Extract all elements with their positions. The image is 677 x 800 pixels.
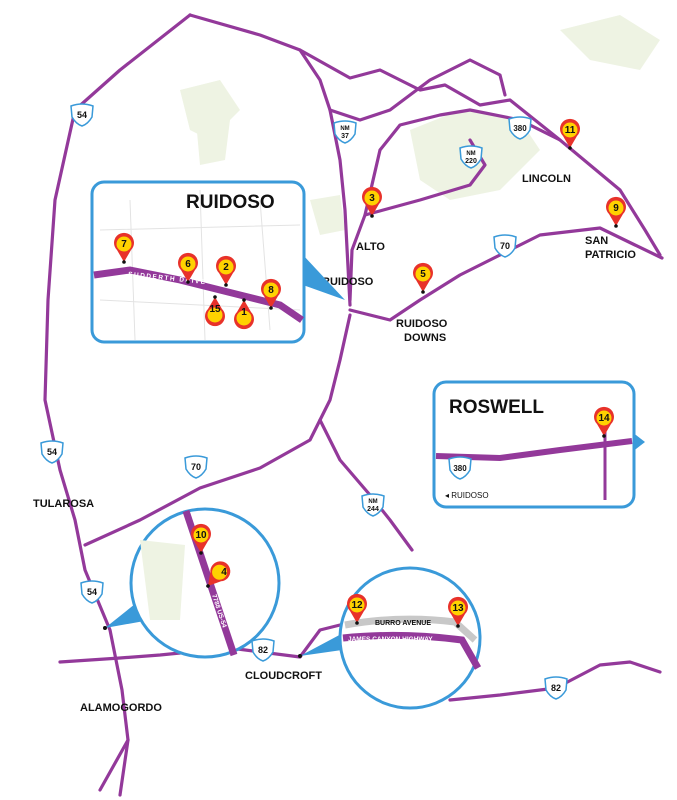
marker-7[interactable]: 7 xyxy=(114,232,134,264)
label-san-patricio: SAN xyxy=(585,235,608,247)
marker-6[interactable]: 6 xyxy=(178,252,198,284)
street-james-canyon-highway: JAMES CANYON HIGHWAY xyxy=(348,636,433,643)
map-text: 3 xyxy=(369,193,375,204)
marker-2[interactable]: 2 xyxy=(216,255,236,287)
label-ruidoso-downs: RUIDOSO xyxy=(396,318,448,330)
label-tularosa: TULAROSA xyxy=(33,498,94,510)
map-text: PATRICIO xyxy=(585,249,636,261)
map-text: 8 xyxy=(268,285,274,296)
marker-13[interactable]: 13 xyxy=(448,596,468,628)
marker-15[interactable]: 15 xyxy=(205,295,225,327)
us-54-shield: 54 xyxy=(70,103,94,127)
map-text: 380 xyxy=(453,464,467,473)
marker-3[interactable]: 3 xyxy=(362,186,382,218)
marker-10[interactable]: 10 xyxy=(191,523,211,555)
us54-circle-inset[interactable]: 7788 US-54 10 4 xyxy=(103,507,281,659)
label-alto: ALTO xyxy=(356,241,385,253)
map-text: 6 xyxy=(185,259,191,270)
map-text: 54 xyxy=(87,587,97,597)
map-text: 7 xyxy=(121,239,127,250)
map-text: 82 xyxy=(258,645,268,655)
ruidoso-inset[interactable]: SUDDERTH DRIVE RUIDOSO 7 6 2 8 15 1 xyxy=(90,180,345,344)
map-text: 244 xyxy=(367,506,379,513)
direction-to-ruidoso: ◂ RUIDOSO xyxy=(445,491,489,500)
street-burro-avenue: BURRO AVENUE xyxy=(375,620,431,627)
map-text: 12 xyxy=(351,600,363,611)
inset-title-ruidoso: RUIDOSO xyxy=(186,192,275,213)
map-text: 9 xyxy=(613,203,619,214)
map-text: 5 xyxy=(420,269,426,280)
label-lincoln: LINCOLN xyxy=(522,173,571,185)
marker-9[interactable]: 9 xyxy=(606,196,626,228)
map-text: 15 xyxy=(209,304,221,315)
marker-11[interactable]: 11 xyxy=(560,118,580,150)
map-text: 2 xyxy=(223,262,229,273)
map-text: 4 xyxy=(221,567,227,578)
map-text: 82 xyxy=(551,683,561,693)
map-text: 11 xyxy=(565,125,576,136)
inset-title-roswell: ROSWELL xyxy=(449,397,544,418)
roswell-inset[interactable]: ROSWELL 380 ◂ RUIDOSO 14 xyxy=(432,380,645,509)
map-text: NM xyxy=(466,151,475,157)
us-82-shield: 82 xyxy=(251,638,275,662)
map-text: 10 xyxy=(195,530,207,541)
map-text: DOWNS xyxy=(404,332,446,344)
cloudcroft-circle-inset[interactable]: BURRO AVENUE JAMES CANYON HIGHWAY 12 13 xyxy=(298,566,482,710)
map-text: NM xyxy=(368,499,377,505)
marker-4[interactable]: 4 xyxy=(199,557,235,594)
label-ruidoso: RUIDOSO xyxy=(322,276,374,288)
us-54-shield: 54 xyxy=(80,580,104,604)
us-380-shield: 380 xyxy=(508,116,532,140)
marker-5[interactable]: 5 xyxy=(413,262,433,294)
marker-8[interactable]: 8 xyxy=(261,278,281,310)
map-text: 1 xyxy=(241,307,247,318)
us-380-shield: 380 xyxy=(448,456,472,480)
map-text: 13 xyxy=(452,603,464,614)
us-54-shield: 54 xyxy=(40,440,64,464)
label-alamogordo: ALAMOGORDO xyxy=(80,702,162,714)
town-labels: RUIDOSO ALTO RUIDOSO DOWNS LINCOLN SAN P… xyxy=(33,173,636,714)
map-text: 220 xyxy=(465,158,477,165)
us-82-shield: 82 xyxy=(544,676,568,700)
map-text: 37 xyxy=(341,133,349,140)
map-text: 380 xyxy=(513,124,527,133)
map-text: 54 xyxy=(77,110,87,120)
us-70-shield: 70 xyxy=(493,234,517,258)
map-text: NM xyxy=(340,126,349,132)
map-text: 70 xyxy=(191,462,201,472)
marker-14[interactable]: 14 xyxy=(594,406,614,438)
map-text: 54 xyxy=(47,447,57,457)
map-text: 70 xyxy=(500,241,510,251)
us-54-road xyxy=(43,13,192,797)
marker-12[interactable]: 12 xyxy=(347,593,367,625)
marker-1[interactable]: 1 xyxy=(234,298,254,330)
label-cloudcroft: CLOUDCROFT xyxy=(245,670,322,682)
map-text: 14 xyxy=(598,413,610,424)
us-70-shield: 70 xyxy=(184,455,208,479)
